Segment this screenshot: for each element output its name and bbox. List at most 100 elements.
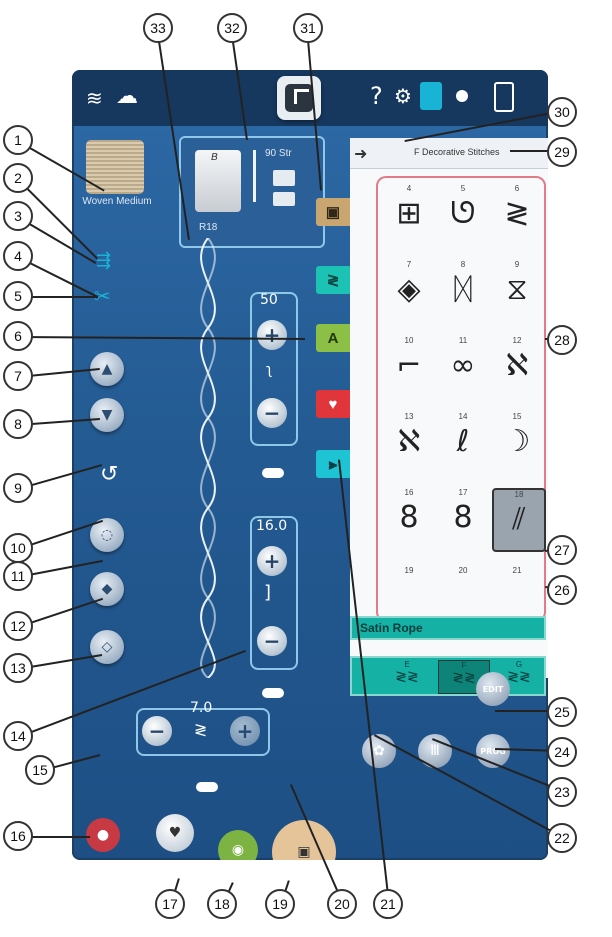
- length-decrease-button[interactable]: −: [257, 626, 287, 656]
- tab-sequence[interactable]: ⫸: [316, 450, 350, 478]
- stitch-pattern-icon: ᛞ: [454, 272, 472, 307]
- category-icon: ≷≷: [452, 670, 476, 686]
- presser-foot-icon: [195, 150, 241, 212]
- callout-number: 22: [547, 823, 577, 853]
- tab-stitch-settings[interactable]: ≷: [316, 266, 350, 294]
- stitch-pattern-icon: 8: [453, 500, 473, 535]
- stitch-cell[interactable]: 9⧖: [492, 260, 542, 320]
- stitch-cell[interactable]: 7◈: [384, 260, 434, 320]
- category-letter: G: [515, 660, 523, 669]
- stitch-pattern-icon: ≷: [504, 196, 530, 231]
- tab-font[interactable]: A: [316, 324, 350, 352]
- stitch-menu-header: ➜ F Decorative Stitches: [350, 138, 548, 169]
- stitch-pattern-icon: ⌐: [396, 348, 422, 383]
- callout-number: 16: [3, 821, 33, 851]
- width-increase-button[interactable]: +: [257, 320, 287, 350]
- stitch-number: 9: [514, 260, 520, 269]
- wifi-icon[interactable]: ≋: [86, 86, 103, 110]
- length-increase-button[interactable]: +: [257, 546, 287, 576]
- callout-leader-line: [18, 836, 90, 838]
- tablet-icon[interactable]: [494, 82, 514, 112]
- category-letter: F: [461, 661, 467, 670]
- density-toggle[interactable]: [196, 782, 218, 792]
- stitch-number: 14: [458, 412, 468, 421]
- edit-button[interactable]: EDIT: [476, 672, 510, 706]
- tab-stitch-menu[interactable]: ▣: [316, 198, 350, 226]
- width-toggle[interactable]: [262, 468, 284, 478]
- light-icon[interactable]: [456, 90, 468, 102]
- density-decrease-button[interactable]: −: [142, 716, 172, 746]
- callout-number: 28: [547, 325, 577, 355]
- stabilizer-icon: [273, 170, 295, 186]
- reverse-icon[interactable]: ↺: [100, 462, 119, 487]
- length-symbol-icon: ]: [264, 582, 272, 603]
- record-button[interactable]: ●: [86, 818, 120, 852]
- stitch-cell[interactable]: 18 ⫽: [492, 488, 546, 552]
- stitch-pattern-icon: 8: [399, 500, 419, 535]
- stitch-number: 5: [460, 184, 466, 193]
- stitch-cell[interactable]: 11∞: [438, 336, 488, 396]
- needle-down-button[interactable]: ▼: [90, 398, 124, 432]
- stitch-cell[interactable]: 10⌐: [384, 336, 434, 396]
- callout-number: 1: [3, 125, 33, 155]
- stitch-category-g[interactable]: G≷≷: [494, 660, 544, 692]
- stitch-pattern-icon: ☽: [503, 424, 531, 459]
- settings-icon[interactable]: ⚙: [394, 84, 412, 108]
- stitch-category-e[interactable]: E≷≷: [382, 660, 432, 692]
- sewing-mode-icon[interactable]: [420, 82, 442, 110]
- density-increase-button[interactable]: +: [230, 716, 260, 746]
- callout-number: 29: [547, 137, 577, 167]
- stitch-length-panel: [250, 516, 298, 670]
- needle-size: 90 Str: [265, 148, 292, 159]
- callout-number: 25: [547, 697, 577, 727]
- quick-help-button[interactable]: ◉: [218, 830, 258, 860]
- category-icon: ≷≷: [395, 669, 419, 685]
- callout-number: 26: [547, 575, 577, 605]
- menu-back-arrow-icon[interactable]: ➜: [354, 144, 368, 163]
- stitch-number-partial: 21: [512, 566, 522, 575]
- stitch-cell[interactable]: 4⊞: [384, 184, 434, 244]
- category-icon: ≷≷: [507, 669, 531, 685]
- fabric-label: Woven Medium: [82, 196, 152, 207]
- stitch-number: 7: [406, 260, 412, 269]
- stitch-number: 17: [458, 488, 468, 497]
- callout-number: 5: [3, 281, 33, 311]
- tab-favorites[interactable]: ♥: [316, 390, 350, 418]
- help-icon[interactable]: ?: [370, 82, 383, 110]
- machine-screen: ≋ ☁ ? ⚙ Woven Medium B R18 90 Str ⇶ ✂ ▲ …: [72, 70, 548, 860]
- callout-number: 14: [3, 721, 33, 751]
- stitch-cell[interactable]: 15☽: [492, 412, 542, 472]
- stitch-pattern-icon: ⫽: [512, 502, 526, 537]
- thread-cutter-icon[interactable]: ⇶: [96, 250, 112, 271]
- density-panel: [136, 708, 270, 756]
- file-manager-button[interactable]: ▣: [272, 820, 336, 860]
- callout-number: 11: [3, 561, 33, 591]
- callout-number: 6: [3, 321, 33, 351]
- pattern-end-button[interactable]: ◇: [90, 630, 124, 664]
- stitch-category-row: E≷≷F≷≷G≷≷: [350, 656, 546, 696]
- presser-foot-recommendation[interactable]: B R18 90 Str: [179, 136, 325, 248]
- stitch-number: 18: [514, 490, 524, 499]
- stitch-number: 8: [460, 260, 466, 269]
- stitch-cell[interactable]: 6≷: [492, 184, 542, 244]
- personal-menu-button[interactable]: ♥: [156, 814, 194, 852]
- stitch-number-partial: 19: [404, 566, 414, 575]
- callout-number: 20: [327, 889, 357, 919]
- width-decrease-button[interactable]: −: [257, 398, 287, 428]
- thread-icon: [273, 192, 295, 206]
- cloud-icon[interactable]: ☁: [116, 84, 138, 109]
- thread-snips-icon[interactable]: ✂: [94, 284, 111, 308]
- callout-number: 24: [547, 737, 577, 767]
- speed-button[interactable]: ✿: [362, 734, 396, 768]
- length-toggle[interactable]: [262, 688, 284, 698]
- callout-number: 8: [3, 409, 33, 439]
